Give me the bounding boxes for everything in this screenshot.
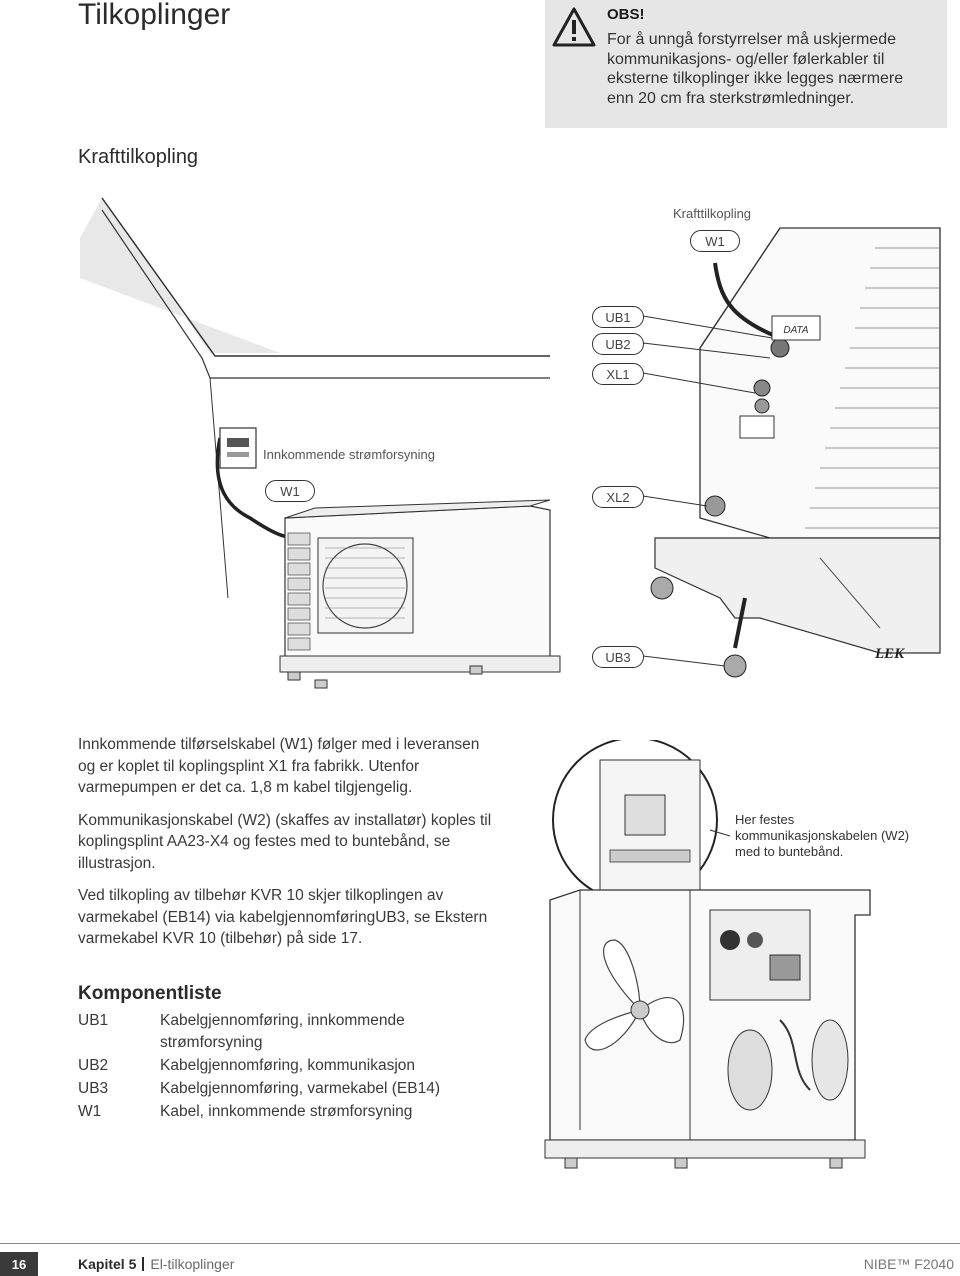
label-w1-left: W1: [265, 480, 315, 502]
body-paragraph-2: Kommunikasjonskabel (W2) (skaffes av ins…: [78, 811, 492, 872]
label-ub2: UB2: [592, 333, 644, 355]
component-list-heading: Komponentliste: [78, 983, 222, 1004]
brand-mark: LEK: [874, 646, 905, 662]
chapter-separator: [142, 1257, 145, 1271]
chapter-label: Kapitel 5: [78, 1256, 137, 1272]
installation-illustration: DATA LEK: [80, 197, 941, 689]
incoming-supply-label: Innkommende strømforsyning: [263, 447, 435, 462]
component-code: W1: [78, 1103, 102, 1120]
callout-text: Her festes kommunikasjonskabelen (W2) me…: [735, 812, 910, 859]
warning-icon: [552, 7, 596, 47]
body-paragraph-3: Ved tilkopling av tilbehør KVR 10 skjer …: [78, 887, 488, 947]
figure-caption-top: Krafttilkopling: [673, 206, 752, 221]
label-ub3: UB3: [592, 646, 644, 668]
component-description: Kabelgjennomføring, kommunikasjon: [160, 1057, 416, 1074]
component-description: Kabel, innkommende strømforsyning: [160, 1103, 413, 1120]
component-description: Kabelgjennomføring, varmekabel (EB14): [160, 1080, 440, 1097]
footer-divider: [0, 1243, 960, 1244]
component-code: UB3: [78, 1080, 109, 1097]
label-w1-top: W1: [690, 230, 740, 252]
list-item: W1 Kabel, innkommende strømforsyning: [78, 1101, 508, 1123]
chapter-subtitle: El-tilkoplinger: [150, 1256, 235, 1272]
warning-text: For å unngå forstyrrelser må uskjermede …: [607, 31, 904, 107]
component-code: UB1: [78, 1012, 109, 1029]
list-item: UB2 Kabelgjennomføring, kommunikasjon: [78, 1055, 508, 1077]
component-code: UB2: [78, 1057, 109, 1074]
connection-figure: DATA LEK Krafttilkopling W1 UB1 UB2 XL1 …: [80, 188, 960, 708]
warning-box: [545, 0, 947, 128]
list-item: UB3 Kabelgjennomføring, varmekabel (EB14…: [78, 1078, 508, 1100]
page-number: 16: [0, 1252, 38, 1276]
footer-brand: NIBE™ F2040: [863, 1256, 954, 1272]
list-item: UB1 Kabelgjennomføring, innkommende strø…: [78, 1010, 508, 1054]
interior-illustration: [544, 740, 871, 1169]
body-paragraph-1: Innkommende tilførselskabel (W1) følger …: [78, 736, 480, 796]
data-plate-text: DATA: [783, 325, 809, 336]
section-heading: Krafttilkopling: [78, 146, 199, 168]
footer-chapter: Kapitel 5 El-tilkoplinger: [78, 1256, 234, 1272]
body-text: Innkommende tilførselskabel (W1) følger …: [78, 734, 498, 961]
label-ub1: UB1: [592, 306, 644, 328]
warning-heading: OBS!: [607, 6, 645, 23]
page-title: Tilkoplinger: [78, 0, 231, 31]
component-description: Kabelgjennomføring, innkommende strømfor…: [160, 1012, 405, 1051]
label-xl2: XL2: [592, 486, 644, 508]
label-xl1: XL1: [592, 363, 644, 385]
component-list: UB1 Kabelgjennomføring, innkommende strø…: [78, 1010, 508, 1124]
